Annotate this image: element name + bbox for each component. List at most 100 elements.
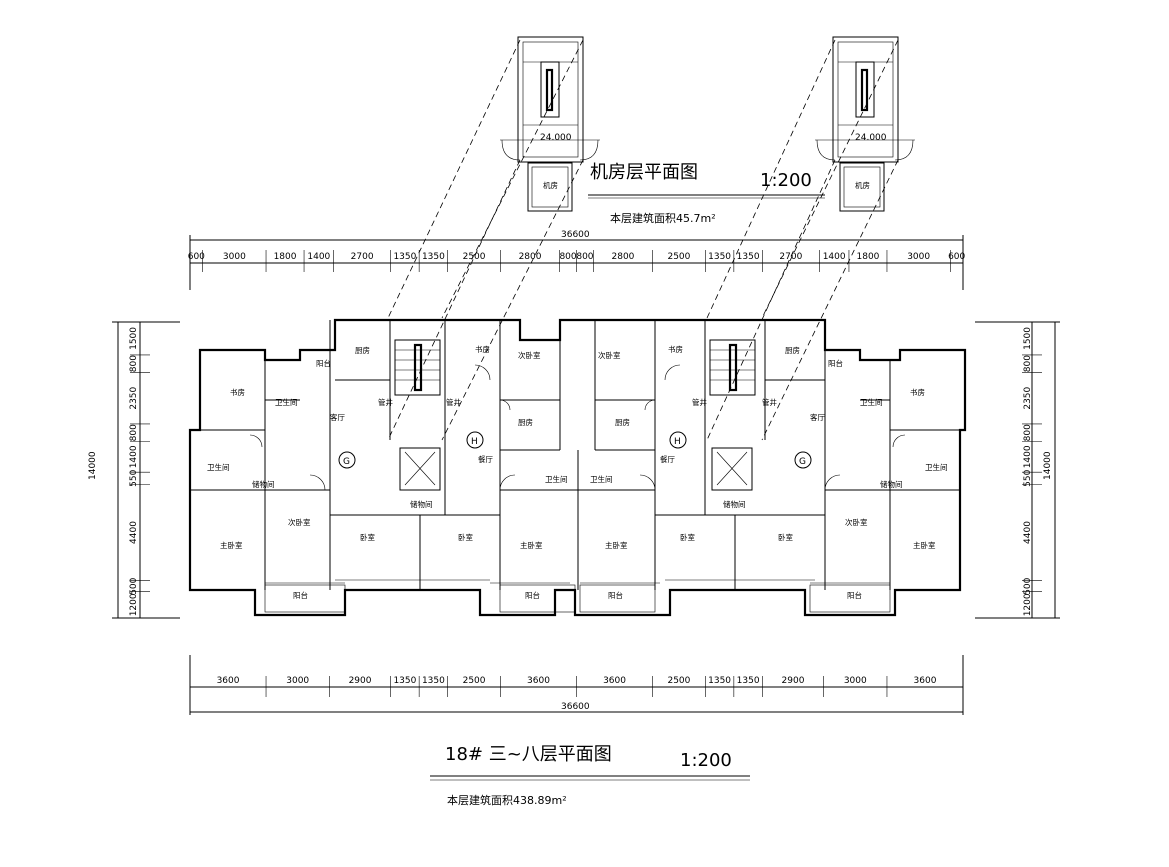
bottom-dim-label: 1350 (708, 676, 731, 686)
room-master-left-2: 主卧室 (520, 540, 543, 550)
unit-h-label-right: H (674, 437, 681, 447)
room-balcony-1: 阳台 (293, 590, 308, 600)
top-total-dim: 36600 (561, 230, 590, 240)
bottom-dim-label: 3000 (844, 676, 867, 686)
unit-g-marker-left (338, 451, 356, 469)
roof-elevation-right: 24.000 (855, 133, 887, 143)
top-dim-label: 2800 (612, 252, 635, 262)
right-dim-label: 1200 (1023, 593, 1033, 616)
floor-plan-scale: 1:200 (680, 750, 732, 771)
roof-plan-scale: 1:200 (760, 170, 812, 191)
room-bed-left: 卧室 (360, 532, 375, 542)
room-pipe-left: 管井 (378, 397, 393, 407)
room-machine-left: 机房 (543, 180, 558, 190)
room-second-left: 次卧室 (288, 517, 311, 527)
roof-plan-title: 机房层平面图 (590, 162, 698, 183)
room-light-well-right: 阳台 (828, 358, 843, 368)
left-dim-label: 4400 (129, 521, 139, 544)
top-dim-label: 2500 (463, 252, 486, 262)
room-pipe-right-2: 管井 (762, 397, 777, 407)
room-bed-left-2: 卧室 (458, 532, 473, 542)
room-balcony-3: 阳台 (608, 590, 623, 600)
room-kitchen-left: 厨房 (355, 345, 370, 355)
room-store-right: 储物间 (723, 499, 746, 509)
bottom-dim-label: 3600 (914, 676, 937, 686)
room-study-2: 书房 (475, 344, 490, 354)
unit-h-marker-right (669, 431, 687, 449)
floor-plan-title: 18# 三~八层平面图 (445, 744, 612, 765)
bottom-total-dim: 36600 (561, 702, 590, 712)
door-swings (249, 364, 906, 491)
unit-g-marker-right (794, 451, 812, 469)
top-dim-label: 1350 (393, 252, 416, 262)
room-balcony-4: 阳台 (847, 590, 862, 600)
room-light-well-left: 阳台 (316, 358, 331, 368)
unit-h-label-left: H (471, 437, 478, 447)
room-bed-right-2: 卧室 (680, 532, 695, 542)
top-dim-label: 1800 (274, 252, 297, 262)
room-kitchen-right: 厨房 (785, 345, 800, 355)
left-dim-label: 800 (129, 424, 139, 441)
room-dining-right: 餐厅 (660, 455, 675, 464)
room-master-right-2: 主卧室 (605, 540, 628, 550)
right-dim-label: 800 (1023, 355, 1033, 372)
top-dim-label: 2700 (779, 252, 802, 262)
top-dim-label: 1400 (823, 252, 846, 262)
room-master-right: 主卧室 (913, 540, 936, 550)
bottom-dim-label: 2900 (782, 676, 805, 686)
room-machine-right: 机房 (855, 180, 870, 190)
top-dim-label: 1350 (422, 252, 445, 262)
floor-plan-walls (188, 318, 967, 617)
room-kitchen-3: 厨房 (615, 417, 630, 427)
roof-stair-right (815, 36, 915, 212)
top-dim-label: 3000 (223, 252, 246, 262)
top-dim-label: 600 (188, 252, 205, 262)
room-bath-right-1: 卫生间 (860, 397, 883, 407)
stair-core-right (709, 339, 756, 491)
top-dim-label: 2500 (667, 252, 690, 262)
room-store-left-2: 储物间 (252, 479, 275, 489)
top-dim-label: 1400 (307, 252, 330, 262)
top-dim-label: 800 (576, 252, 593, 262)
right-dim-label: 550 (1023, 469, 1033, 486)
room-store-right-2: 储物间 (880, 479, 903, 489)
stair-core-left (394, 339, 441, 491)
roof-elevation-left: 24.000 (540, 133, 572, 143)
room-study-3: 书房 (668, 344, 683, 354)
top-dim-label: 1350 (737, 252, 760, 262)
left-dim-label: 1500 (129, 327, 139, 350)
top-dim-label: 2800 (519, 252, 542, 262)
unit-g-label-left: G (343, 457, 350, 467)
right-dim-label: 1400 (1023, 445, 1033, 468)
room-balcony-2: 阳台 (525, 590, 540, 600)
left-dimension-lines (112, 321, 180, 619)
room-study-right: 书房 (910, 387, 925, 397)
floor-plan-area: 本层建筑面积438.89m² (447, 793, 567, 807)
bottom-dim-label: 3000 (286, 676, 309, 686)
room-bath-left-1: 卫生间 (275, 397, 298, 407)
right-dim-label: 1500 (1023, 327, 1033, 350)
top-dim-label: 2700 (351, 252, 374, 262)
room-bath-left-3: 卫生间 (545, 474, 568, 484)
bottom-dim-label: 2500 (463, 676, 486, 686)
right-dim-label: 2350 (1023, 386, 1033, 409)
top-dim-label: 800 (559, 252, 576, 262)
room-bath-left-2: 卫生间 (207, 462, 230, 472)
left-total-dim: 14000 (88, 451, 98, 480)
top-dim-label: 600 (948, 252, 965, 262)
top-dim-label: 1800 (857, 252, 880, 262)
room-bath-right-2: 卫生间 (925, 462, 948, 472)
room-living-left: 客厅 (330, 412, 345, 422)
bottom-dim-label: 1350 (737, 676, 760, 686)
unit-g-label-right: G (799, 457, 806, 467)
bottom-dim-label: 1350 (393, 676, 416, 686)
right-dimension-lines (975, 321, 1060, 619)
room-study-left: 书房 (230, 387, 245, 397)
room-pipe-right: 管井 (692, 397, 707, 407)
right-dim-label: 4400 (1023, 521, 1033, 544)
